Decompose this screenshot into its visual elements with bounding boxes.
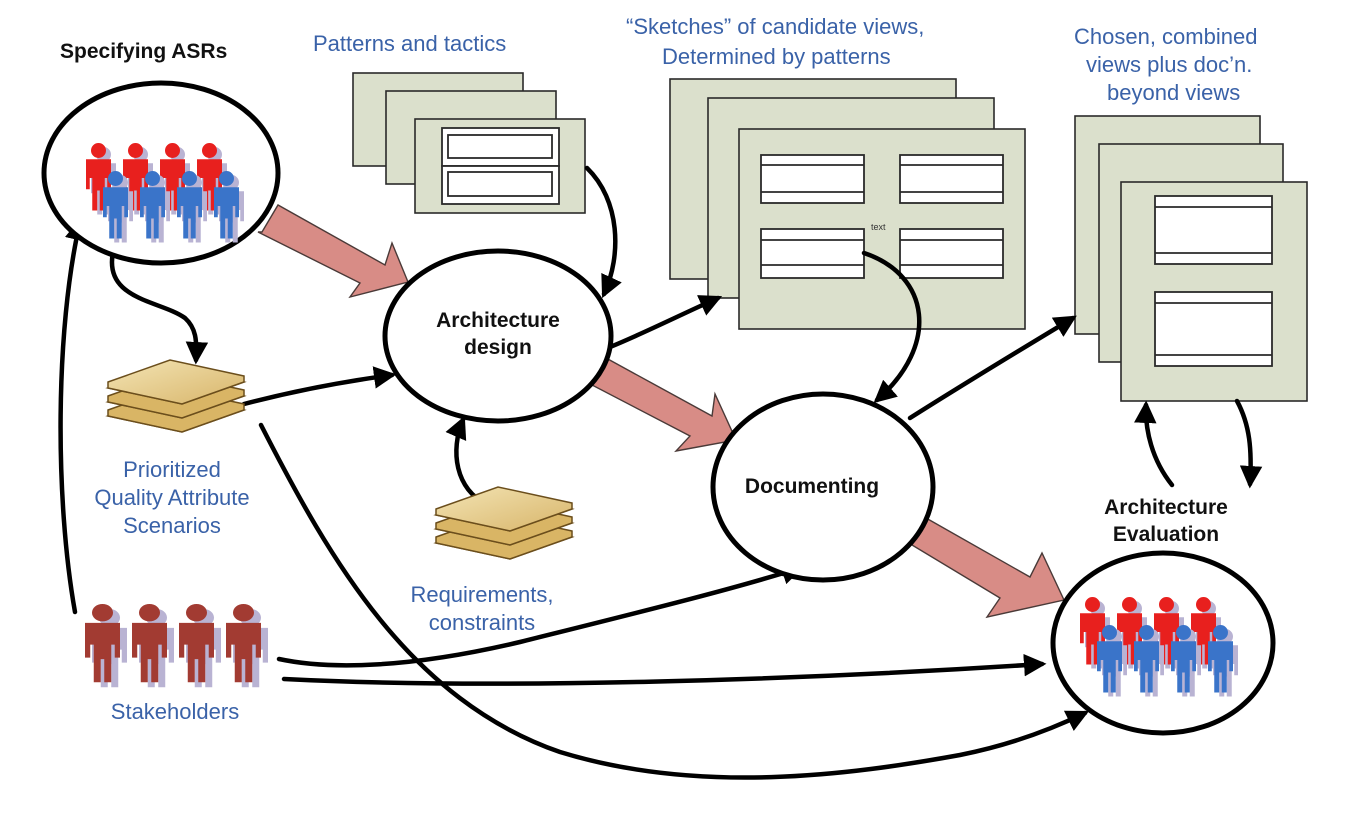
- chosen-views-sheet-stack: [1074, 115, 1308, 402]
- edge-design-to-sketches: [607, 295, 723, 350]
- architecture-evaluation-label-line2: Evaluation: [1113, 523, 1219, 546]
- edge-evaluation-to-chosen: [1134, 400, 1175, 488]
- scenarios-label-line3: Scenarios: [123, 513, 221, 538]
- chosen-views-label-line1: Chosen, combined: [1074, 24, 1257, 49]
- sketch-component-2: [899, 154, 1004, 204]
- sketch-component-1: [760, 154, 865, 204]
- scenarios-label-line2: Quality Attribute: [94, 485, 249, 510]
- edge-patterns-to-design: [584, 165, 622, 299]
- requirements-label-line2: constraints: [429, 610, 535, 635]
- flow-arrow-documenting-to-evaluation: [911, 517, 1066, 619]
- sketches-label-line1: “Sketches” of candidate views,: [626, 14, 924, 39]
- architecture-design-label-line2: design: [464, 336, 532, 359]
- architecture-design-node: [382, 248, 614, 424]
- flow-arrow-asrs-to-design: [257, 204, 409, 299]
- flow-arrow-design-to-documenting: [591, 357, 738, 453]
- edge-stakeholders-to-documenting: [276, 562, 805, 668]
- sketches-label-line2: Determined by patterns: [662, 44, 891, 69]
- chosen-component-1: [1154, 195, 1273, 265]
- patterns-tactics-sheet-stack: [352, 72, 586, 214]
- sketches-sheet-stack: text: [669, 78, 1026, 330]
- architecture-evaluation-label-line1: Architecture: [1104, 496, 1228, 519]
- document-stack-icon: [435, 486, 573, 560]
- scenarios-label-line1: Prioritized: [123, 457, 221, 482]
- edge-stakeholders-to-evaluation: [281, 653, 1047, 686]
- specifying-asrs-title: Specifying ASRs: [60, 40, 227, 63]
- chosen-component-2: [1154, 291, 1273, 367]
- documenting-node: [710, 391, 936, 583]
- edge-scenarios-to-design: [241, 366, 397, 407]
- chosen-views-label-line3: beyond views: [1107, 80, 1240, 105]
- edge-asrs-to-scenarios: [109, 245, 209, 365]
- flow-lines: [58, 165, 1263, 780]
- edge-sketches-to-documenting: [861, 250, 922, 403]
- chosen-views-label-line2: views plus doc’n.: [1086, 52, 1252, 77]
- architecture-design-label-line1: Architecture: [436, 309, 560, 332]
- sketch-component-4: [899, 228, 1004, 279]
- documenting-label: Documenting: [745, 475, 879, 498]
- edge-scenarios-to-evaluation: [258, 422, 1090, 780]
- stakeholders-label: Stakeholders: [111, 699, 239, 724]
- patterns-tactics-label: Patterns and tactics: [313, 31, 506, 56]
- document-stack-icon: [107, 359, 245, 433]
- edge-chosen-to-evaluation: [1234, 398, 1263, 489]
- stakeholders-icon: [85, 604, 268, 688]
- sketch-text-label: text: [871, 222, 886, 232]
- requirements-label-line1: Requirements,: [410, 582, 553, 607]
- sketch-component-3: [760, 228, 865, 279]
- edge-stakeholders-to-asrs: [58, 217, 87, 615]
- edge-documenting-to-chosen: [907, 315, 1077, 421]
